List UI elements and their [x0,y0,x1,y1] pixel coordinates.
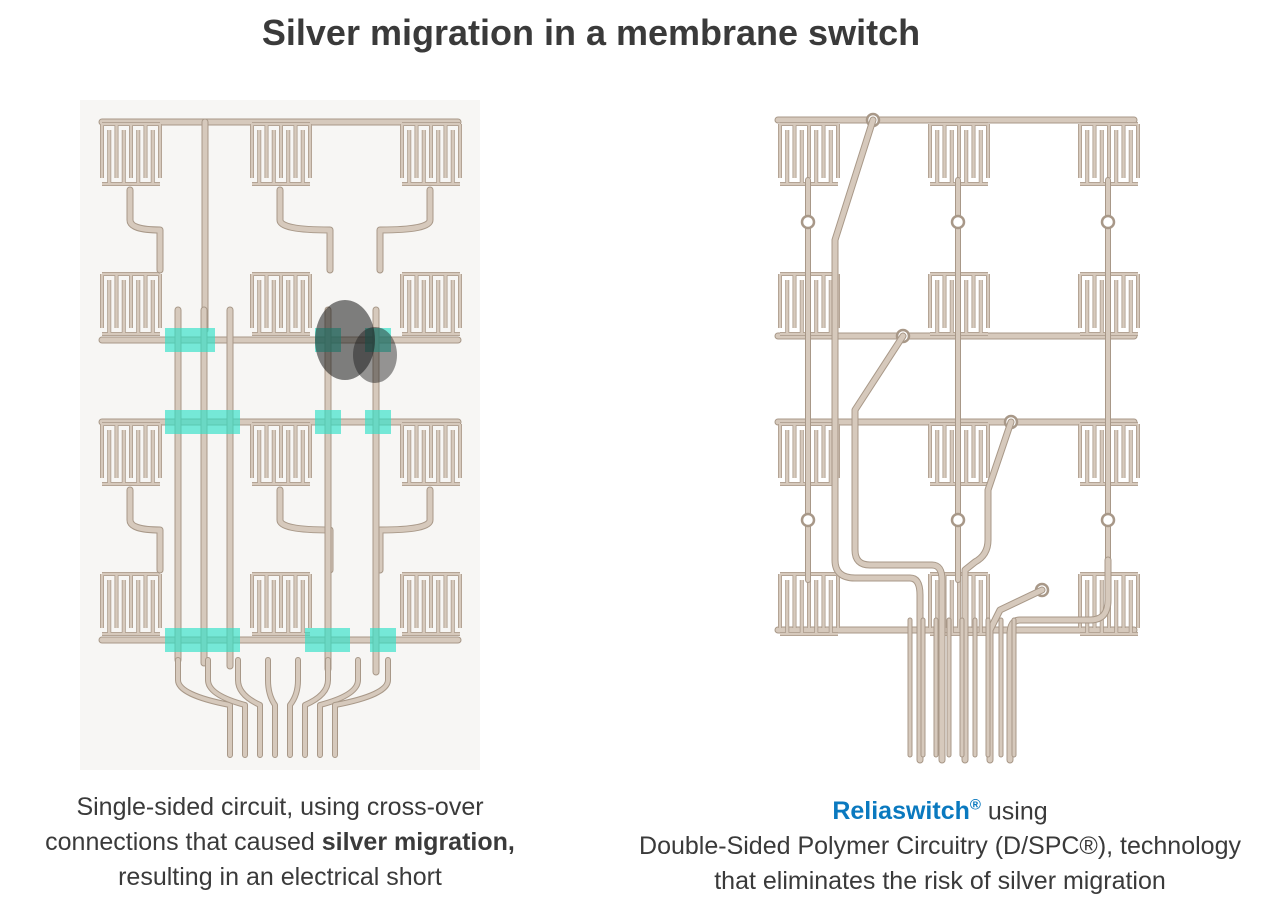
left-switch-2-1 [100,272,162,336]
right-switch-1-1 [778,122,840,186]
left-switch-2-3 [400,272,462,336]
left-switch-4-3 [400,572,462,636]
left-switch-3-2-fingers [250,422,312,486]
left-trunk-5 [277,487,333,573]
left-trunk-2 [277,187,333,273]
right-via-node-2 [800,214,816,230]
left-switch-1-1 [100,122,162,186]
reliaswitch-circuit-drawing [774,112,1140,764]
left-tail-lead-8-outline [332,657,391,758]
left-tail-lead-8 [333,658,390,757]
right-via-node-8 [950,512,966,528]
left-caption: Single-sided circuit, using cross-over c… [0,790,560,895]
silver-migration-burn-1 [315,300,375,380]
left-switch-4-3-fingers [400,572,462,636]
right-route-5 [1007,557,1111,763]
left-tail-lead-3 [236,658,262,757]
left-caption-line-2-prefix: connections that caused [45,828,322,856]
left-switch-2-2-fingers [250,272,312,336]
left-trunk-1 [127,187,163,273]
left-switch-4-2 [250,572,312,636]
silver-migration-emphasis: silver migration, [321,828,515,856]
right-switch-1-3 [1078,122,1140,186]
left-trunk-4 [127,487,163,573]
right-caption-line-1-suffix: using [980,797,1048,826]
left-caption-line-1: Single-sided circuit, using cross-over [76,793,484,821]
right-via-node-4 [1100,214,1116,230]
right-caption-line-2: Double-Sided Polymer Circuitry (D/SPC®),… [639,832,1241,861]
left-switch-3-3-fingers [400,422,462,486]
left-switch-3-2 [250,422,312,486]
right-route-2-outline [851,332,946,764]
left-crossover-highlight-6 [365,410,391,434]
right-via-node-3 [950,214,966,230]
right-caption-line-3: that eliminates the risk of silver migra… [714,867,1166,896]
right-route-1-outline [831,116,924,764]
right-switch-1-3-fingers [1078,122,1140,186]
left-switch-1-2 [250,122,312,186]
left-caption-line-3: resulting in an electrical short [118,863,442,891]
left-caption-line-2: connections that caused silver migration… [0,825,560,860]
left-switch-3-1 [100,422,162,486]
registered-mark: ® [969,797,981,814]
left-tail-lead-6 [303,658,330,757]
right-caption: Reliaswitch® using Double-Sided Polymer … [600,788,1280,899]
right-caption-line-1: Reliaswitch® using [600,788,1280,829]
right-switch-1-2 [928,122,990,186]
right-switch-4-1 [778,572,840,636]
left-switch-1-1-fingers [100,122,162,186]
page-title: Silver migration in a membrane switch [261,12,921,53]
left-tail-lead-1 [176,658,232,757]
single-sided-circuit-image [80,100,480,770]
left-switch-2-1-fingers [100,272,162,336]
left-switch-4-1 [100,572,162,636]
left-tail-lead-3-outline [235,657,263,758]
left-switch-1-3 [400,122,462,186]
left-crossover-highlight-7 [165,628,240,652]
left-crossover-highlight-9 [370,628,396,652]
right-route-1 [832,117,923,763]
left-tail-lead-5 [288,658,300,757]
reliaswitch-brand-name: Reliaswitch [832,797,970,826]
left-crossover-highlight-5 [315,410,341,434]
right-switch-1-1-fingers [778,122,840,186]
right-switch-1-2-fingers [928,122,990,186]
left-crossover-highlight-1 [165,328,215,352]
left-tail-lead-4 [266,658,277,757]
left-switch-2-3-fingers [400,272,462,336]
left-switch-4-1-fingers [100,572,162,636]
silver-migration-burn-2 [353,327,397,383]
left-switch-2-2 [250,272,312,336]
left-tail-lead-2 [206,658,247,757]
left-trunk-3 [377,187,433,273]
reliaswitch-circuit-image [760,100,1150,770]
left-crossover-highlight-4 [165,410,240,434]
left-switch-3-3 [400,422,462,486]
left-tail-lead-7 [318,658,360,757]
left-switch-1-2-fingers [250,122,312,186]
left-tail-lead-1-outline [175,657,233,758]
right-route-2 [852,333,945,763]
left-switch-1-3-fingers [400,122,462,186]
left-switch-3-1-fingers [100,422,162,486]
right-via-node-9 [1100,512,1116,528]
right-via-node-7 [800,512,816,528]
left-tail-lead-6-outline [302,657,331,758]
left-switch-4-2-fingers [250,572,312,636]
left-trunk-6 [377,487,433,573]
right-route-3 [962,419,1014,763]
left-crossover-highlight-8 [305,628,350,652]
reliaswitch-brand: Reliaswitch® [832,797,981,825]
single-sided-circuit-drawing [98,118,462,758]
